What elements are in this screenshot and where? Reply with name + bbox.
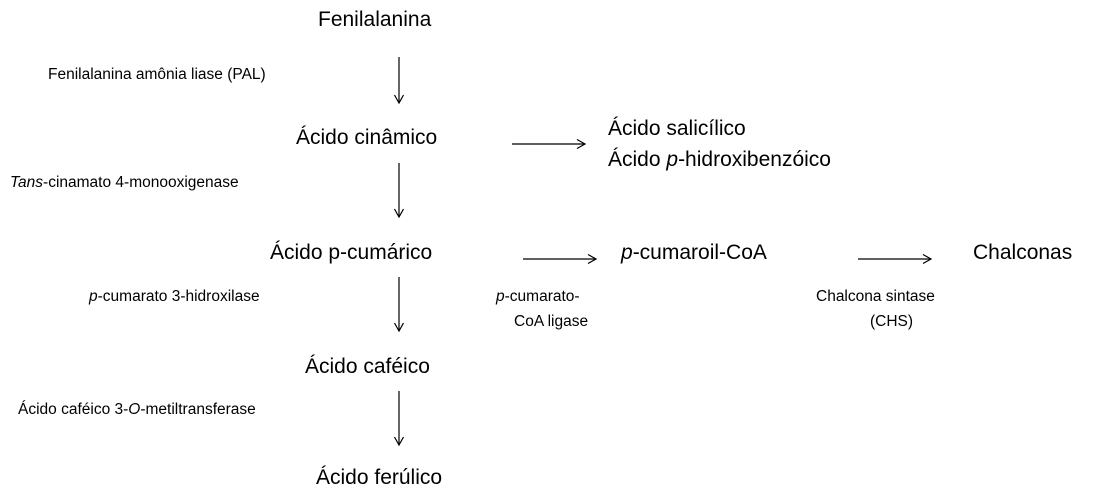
- node-p-cumaroil-coa-italic: p: [621, 241, 633, 264]
- enzyme-c3h: p-cumarato 3-hidroxilase: [89, 289, 260, 305]
- node-acido-ferulico: Ácido ferúlico: [316, 466, 443, 489]
- enzyme-comt-pre: Ácido caféico 3-: [18, 401, 129, 418]
- enzyme-coa-ligase-line2: CoA ligase: [514, 313, 589, 330]
- node-p-cumaroil-coa-post: -cumaroil-CoA: [632, 241, 767, 264]
- enzyme-coa-ligase-italic: p: [496, 288, 505, 305]
- node-acido-p-cumarico: Ácido p-cumárico: [270, 241, 433, 264]
- node-acido-hidroxibenzoico-italic: p: [666, 148, 679, 171]
- node-fenilalanina: Fenilalanina: [318, 8, 432, 31]
- enzyme-coa-ligase-post: -cumarato-: [504, 288, 580, 305]
- node-acido-cafeico: Ácido caféico: [305, 355, 430, 378]
- enzyme-pal: Fenilalanina amônia liase (PAL): [48, 66, 266, 83]
- enzyme-comt: Ácido caféico 3-O-metiltransferase: [18, 402, 256, 418]
- enzyme-chs-line1: Chalcona sintase: [816, 288, 935, 305]
- arrow-fenilalanina-to-cinamico: [393, 57, 405, 105]
- node-acido-hidroxibenzoico-pre: Ácido: [608, 148, 667, 171]
- arrow-cafeico-to-ferulico: [393, 391, 405, 447]
- node-acido-hidroxibenzoico-post: -hidroxibenzóico: [678, 148, 831, 171]
- enzyme-c3h-post: -cumarato 3-hidroxilase: [97, 288, 260, 305]
- arrow-cinamico-to-p-cumarico: [393, 163, 405, 219]
- enzyme-comt-italic: O: [128, 401, 141, 418]
- arrow-cumaroil-coa-to-chalconas: [858, 253, 933, 265]
- node-chalconas: Chalconas: [973, 241, 1073, 264]
- enzyme-c4h-post: -cinamato 4-monooxigenase: [43, 174, 239, 191]
- enzyme-chs-line2: (CHS): [870, 313, 914, 330]
- enzyme-c4h-italic: Tans: [10, 174, 44, 191]
- node-p-cumaroil-coa: p-cumaroil-CoA: [621, 242, 767, 263]
- arrow-p-cumarico-to-cumaroil-coa: [523, 253, 598, 265]
- node-acido-hidroxibenzoico: Ácido p-hidroxibenzóico: [608, 149, 831, 170]
- arrow-p-cumarico-to-cafeico: [393, 277, 405, 333]
- node-acido-cinamico: Ácido cinâmico: [296, 126, 438, 149]
- enzyme-coa-ligase-line1: p-cumarato-: [496, 289, 580, 305]
- node-acido-salicilico: Ácido salicílico: [608, 117, 746, 140]
- enzyme-c4h: Tans-cinamato 4-monooxigenase: [10, 175, 239, 191]
- enzyme-comt-post: -metiltransferase: [140, 401, 256, 418]
- arrow-cinamico-to-salicilico: [512, 138, 587, 150]
- enzyme-c3h-italic: p: [89, 288, 98, 305]
